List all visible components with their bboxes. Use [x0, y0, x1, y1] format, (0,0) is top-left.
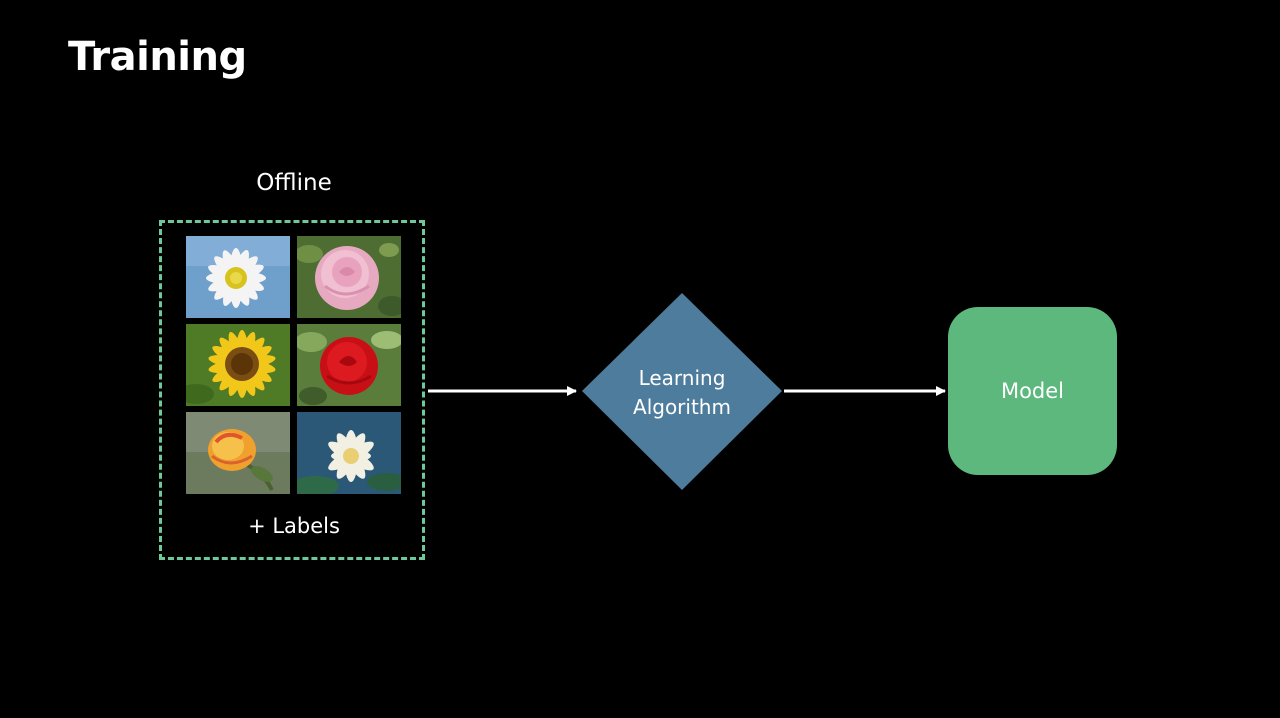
dataset-box: [159, 220, 425, 560]
daisy-image: [186, 236, 290, 318]
red-rose-image: [297, 324, 401, 406]
model-box: Model: [948, 307, 1117, 475]
learning-algorithm-label: Learning Algorithm: [582, 364, 782, 422]
sunflower-image: [186, 324, 290, 406]
algorithm-line-2: Algorithm: [633, 395, 731, 419]
algorithm-line-1: Learning: [638, 366, 726, 390]
orange-rose-image: [186, 412, 290, 494]
dataset-label: Offline: [256, 170, 332, 196]
slide-title: Training: [68, 34, 247, 80]
learning-algorithm-diamond: [582, 293, 782, 490]
model-label: Model: [1000, 379, 1065, 403]
pink-rose-image: [297, 236, 401, 318]
labels-caption: + Labels: [248, 514, 340, 538]
water-lily-image: [297, 412, 401, 494]
